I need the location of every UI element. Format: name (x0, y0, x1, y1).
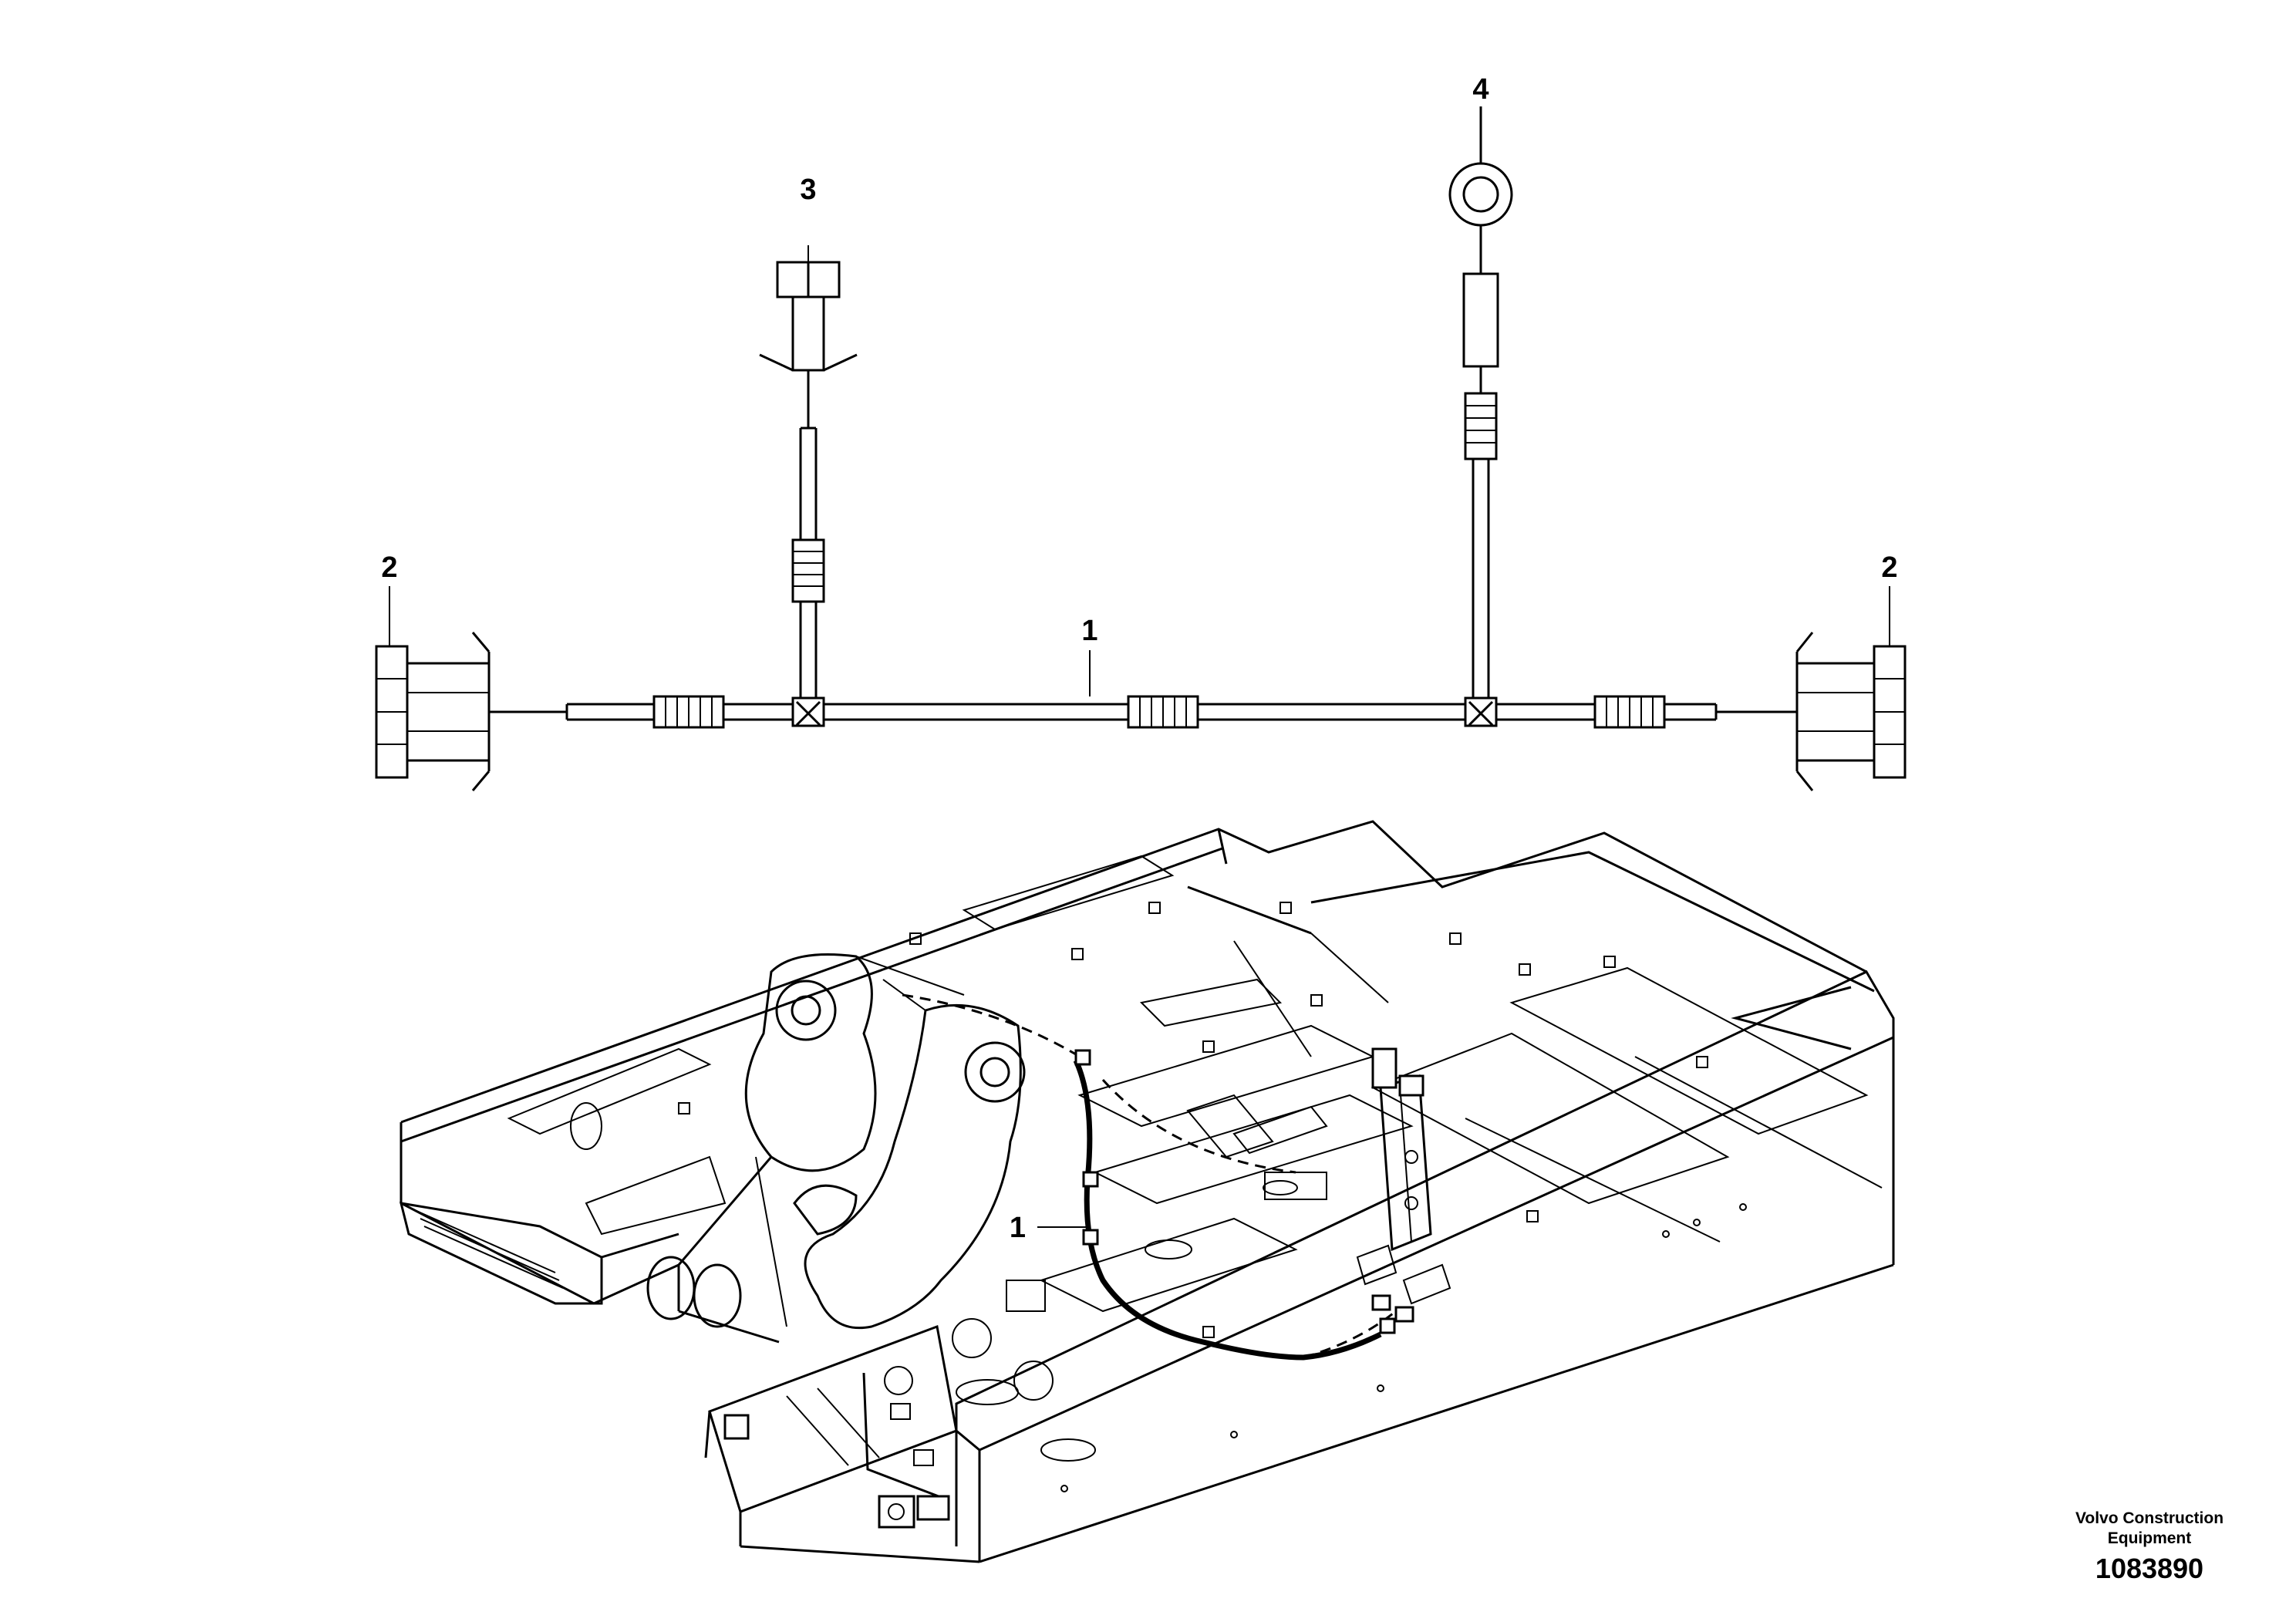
harness-bracket (1356, 1047, 1451, 1323)
rear-frame-rail (400, 820, 1875, 1143)
ring-terminal-4 (1448, 106, 1513, 368)
connector-3 (759, 245, 858, 372)
frame-wiring-harness (902, 993, 1397, 1361)
trunk-clamp-center (1127, 695, 1199, 729)
left-frame-side (399, 1047, 727, 1305)
publisher-name-line1: Volvo Construction (2075, 1509, 2224, 1527)
harness-schematic (375, 106, 1907, 791)
branch-to-ring-terminal-4 (1464, 366, 1498, 727)
drawing-number: 1083890 (2095, 1553, 2204, 1584)
branch-to-connector-3 (791, 370, 825, 727)
boom-pivot-bracket (646, 953, 1026, 1344)
connector-2-left (375, 586, 491, 791)
callout-4: 4 (1472, 73, 1489, 106)
center-cross-members (956, 855, 1414, 1462)
callout-2-right: 2 (1881, 551, 1897, 584)
publisher-credit: Volvo Construction Equipment 1083890 (2049, 1509, 2250, 1586)
upper-frame-isometric (399, 820, 1895, 1563)
mounting-lugs (678, 902, 1747, 1492)
callout-1-schematic: 1 (1081, 615, 1097, 647)
callout-3: 3 (800, 174, 816, 206)
trunk-clamp-right (1593, 695, 1666, 729)
right-frame-side (955, 966, 1895, 1563)
trunk-clamp-left (652, 695, 725, 729)
front-frame-section (704, 1318, 1054, 1563)
publisher-name-line2: Equipment (2107, 1529, 2192, 1547)
connector-2-right (1795, 586, 1907, 791)
callout-2-left: 2 (381, 551, 397, 584)
callout-1-frame: 1 (1010, 1212, 1026, 1244)
